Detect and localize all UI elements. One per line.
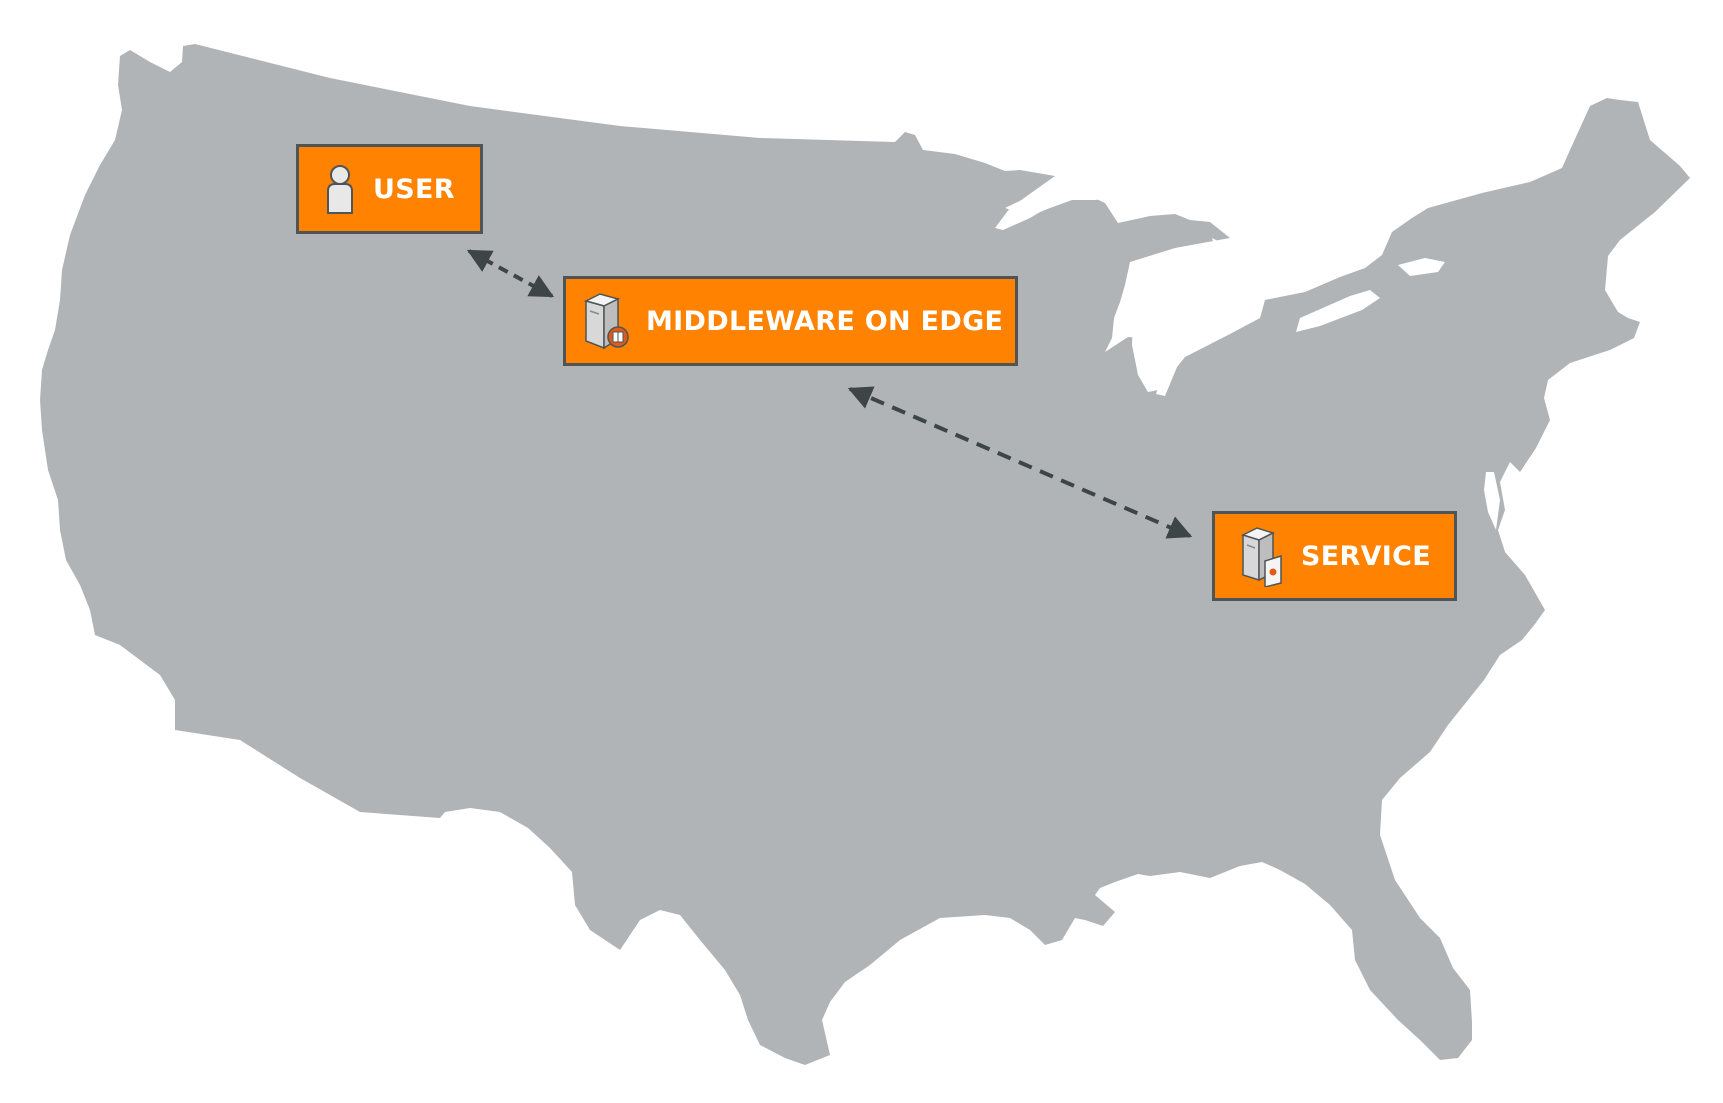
middleware-on-edge-node: MIDDLEWARE ON EDGE [563,276,1018,366]
user-node: USER [296,144,483,234]
lake-huron [1212,238,1262,318]
middleware-label: MIDDLEWARE ON EDGE [646,305,1004,337]
user-icon [327,165,353,214]
lake-ontario [1398,258,1445,276]
edge-server-icon [583,293,629,350]
service-node: SERVICE [1212,511,1457,601]
us-mainland-shape [40,44,1690,1065]
connector-middleware-service [847,386,1193,539]
lake-michigan [1132,256,1192,392]
service-label: SERVICE [1301,540,1431,572]
lake-erie [1296,290,1380,332]
lake-superior [1005,184,1112,216]
chesapeake-bay [1484,472,1500,530]
user-label: USER [373,173,455,205]
service-server-icon [1241,527,1282,587]
